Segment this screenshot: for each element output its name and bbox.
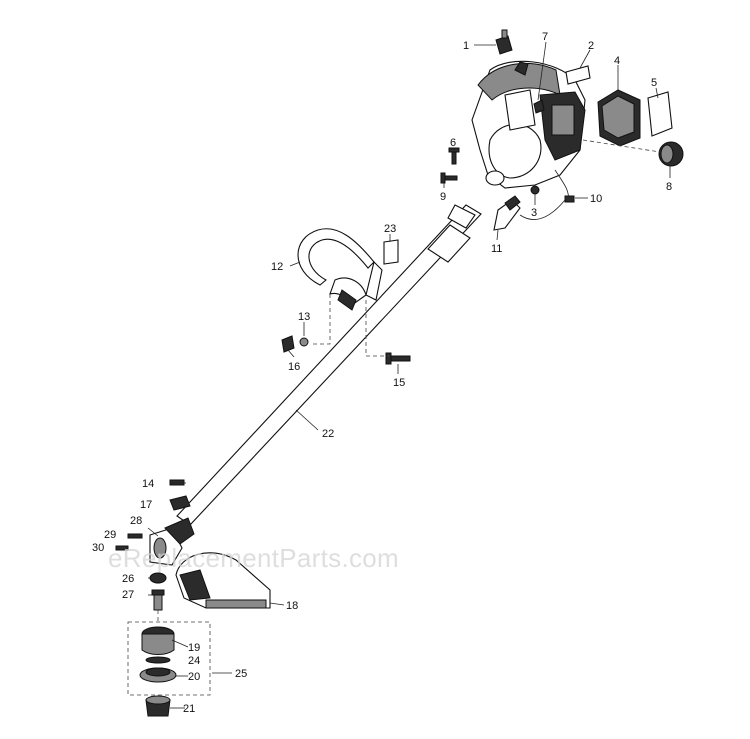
engine-assembly — [471, 60, 586, 189]
arbor-bolt-27 — [151, 589, 165, 611]
callouts: 1 2 3 4 5 6 7 8 9 10 11 12 13 14 15 16 1… — [92, 31, 672, 715]
clamp-17 — [169, 495, 191, 511]
callout-23: 23 — [384, 223, 396, 235]
callout-5: 5 — [651, 77, 657, 89]
callout-9: 9 — [440, 191, 446, 203]
callout-7: 7 — [542, 31, 548, 43]
drive-shaft — [176, 204, 482, 526]
callout-28: 28 — [130, 515, 142, 527]
spring-24 — [145, 656, 171, 664]
callout-8: 8 — [666, 181, 672, 193]
callout-26: 26 — [122, 573, 134, 585]
callout-14: 14 — [142, 478, 154, 490]
callout-17: 17 — [140, 499, 152, 511]
callout-20: 20 — [188, 671, 200, 683]
callout-30: 30 — [92, 542, 104, 554]
callout-15: 15 — [393, 377, 405, 389]
bump-knob — [145, 695, 171, 717]
callout-22: 22 — [322, 428, 334, 440]
trimmer-head-group-box — [127, 621, 211, 696]
spool-housing — [141, 626, 175, 655]
ignition-wire — [554, 169, 575, 203]
throttle-bracket — [493, 195, 566, 231]
air-filter-element — [647, 91, 673, 137]
callout-3: 3 — [531, 207, 537, 219]
callout-13: 13 — [298, 311, 310, 323]
wire-clip — [533, 99, 545, 114]
callout-21: 21 — [183, 703, 195, 715]
callout-12: 12 — [271, 261, 283, 273]
leader-lines — [147, 41, 671, 709]
screw-6 — [448, 147, 460, 165]
callout-29: 29 — [104, 529, 116, 541]
debris-shield — [175, 552, 271, 609]
nut-3 — [530, 185, 540, 195]
callout-18: 18 — [286, 600, 298, 612]
callout-11: 11 — [491, 243, 502, 255]
callout-2: 2 — [588, 40, 594, 52]
callout-24: 24 — [188, 655, 200, 667]
callout-1: 1 — [463, 40, 469, 52]
loop-handle — [297, 228, 383, 311]
bolt-9 — [440, 172, 458, 184]
handle-bolt — [385, 352, 411, 365]
callout-6: 6 — [450, 137, 456, 149]
callout-16: 16 — [288, 361, 300, 373]
label-23 — [383, 239, 399, 265]
handle-hardware — [281, 335, 309, 353]
callout-4: 4 — [614, 55, 620, 67]
assembly-line-handle — [312, 294, 390, 357]
gearbox-head — [149, 517, 195, 566]
filter-knob — [658, 141, 684, 167]
screw-29 — [127, 533, 143, 539]
screw-30 — [115, 545, 129, 551]
spool-20 — [139, 667, 177, 683]
watermark: eReplacementParts.com — [108, 543, 399, 573]
callout-19: 19 — [188, 642, 200, 654]
screw-14 — [169, 479, 185, 486]
washer-26 — [149, 572, 167, 584]
callout-27: 27 — [122, 589, 134, 601]
air-filter-cover — [597, 89, 641, 147]
spark-plug — [495, 29, 513, 55]
callout-10: 10 — [590, 193, 602, 205]
gasket-pad — [565, 65, 591, 85]
callout-25: 25 — [235, 668, 247, 680]
